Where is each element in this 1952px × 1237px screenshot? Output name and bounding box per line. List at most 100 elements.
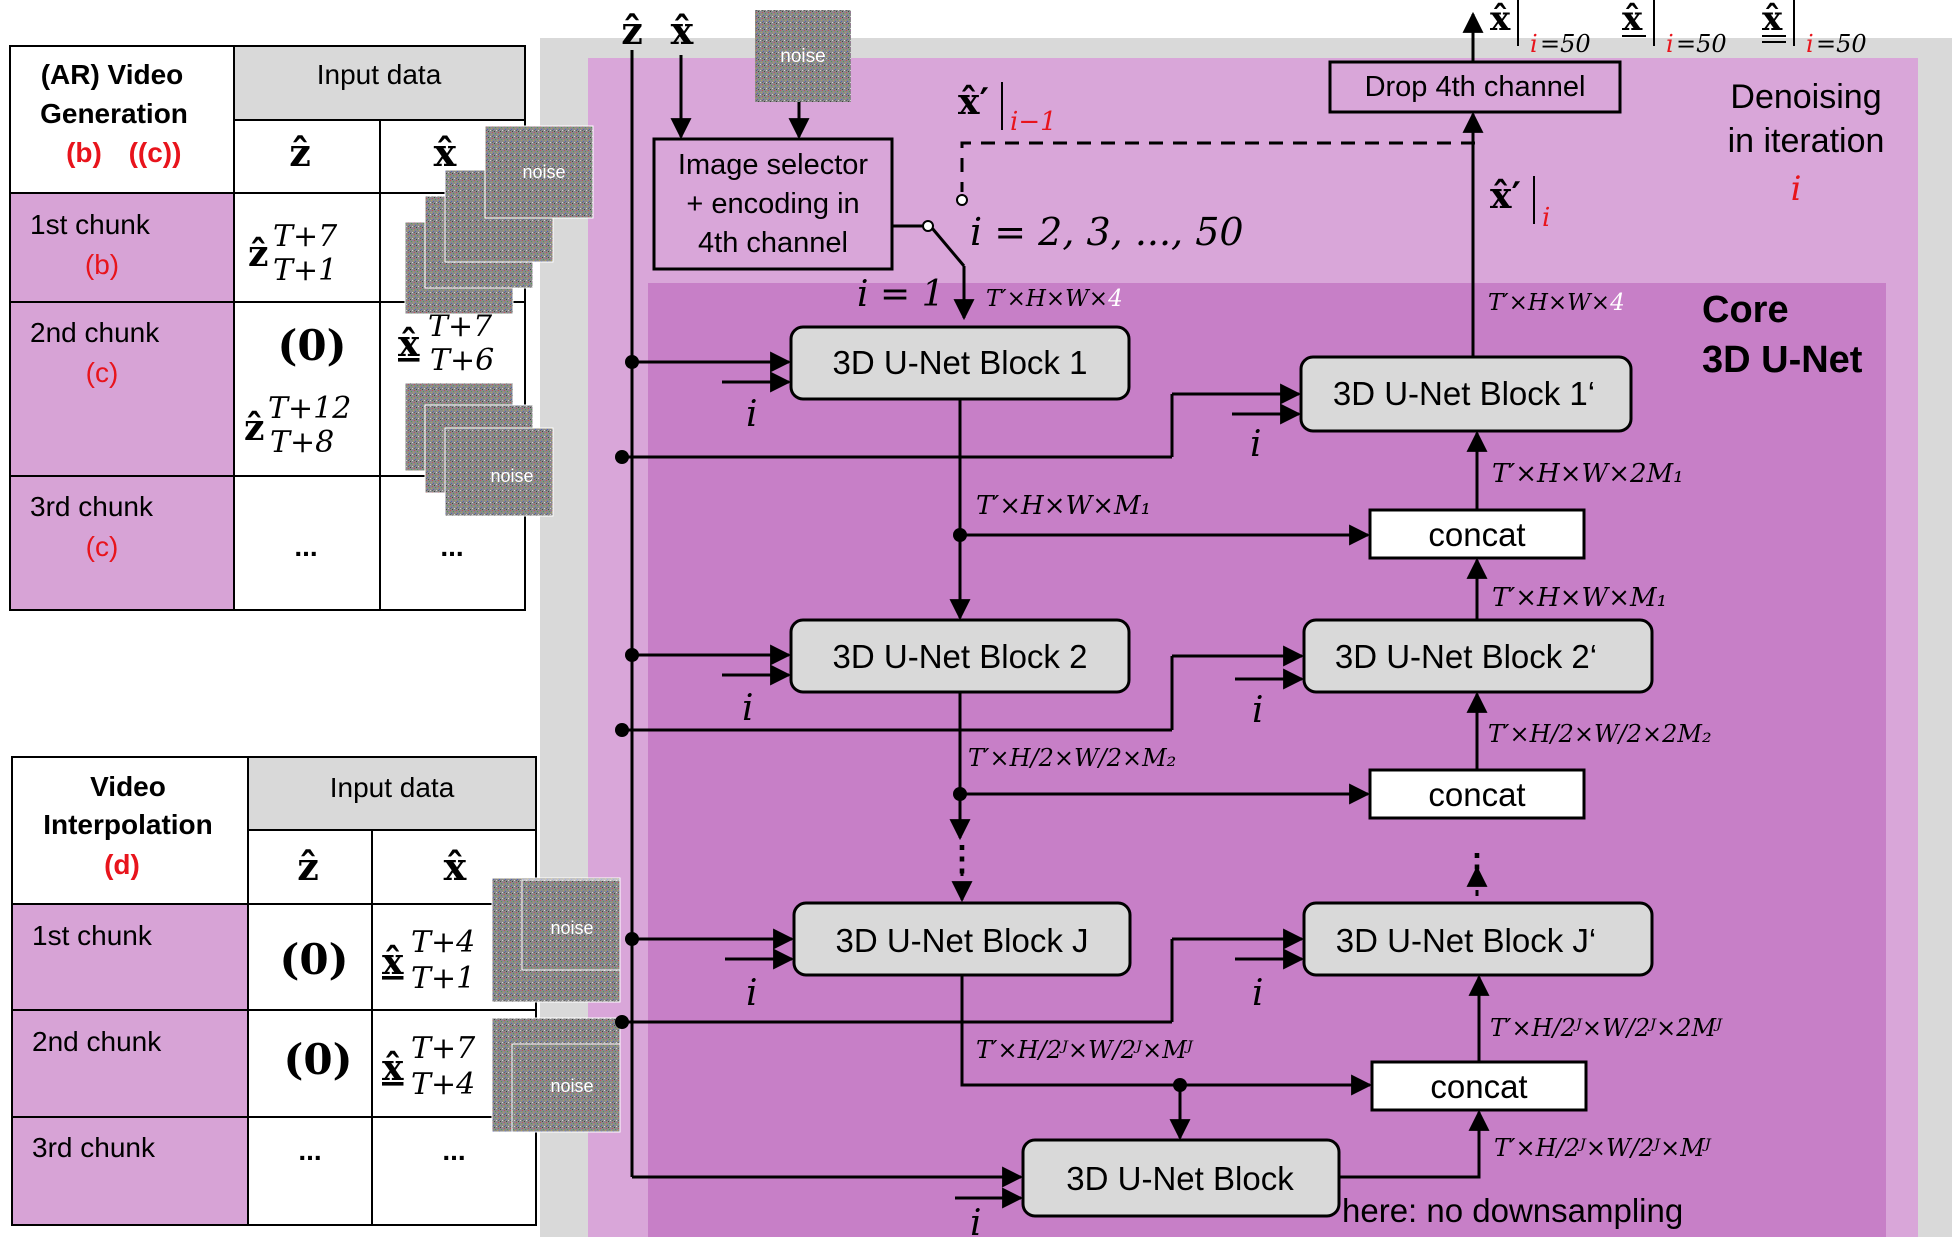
prev-output-sub: i−1 <box>1010 107 1057 137</box>
ar-row1-z-sup: T+7 <box>273 219 338 254</box>
denoising-label-var: i <box>1791 169 1802 209</box>
noise-label: noise <box>490 466 533 486</box>
current-output-sub: i <box>1542 203 1550 233</box>
interp-input-header: Input data <box>330 772 455 803</box>
iter-label: i <box>1252 973 1264 1014</box>
noise-label: noise <box>522 162 565 182</box>
noise-label: noise <box>550 918 593 938</box>
interp-title-tag-d: (d) <box>104 849 140 880</box>
ar-row2-x-sub: T+6 <box>430 343 494 378</box>
ar-col-z: ẑ <box>289 130 311 175</box>
iter-label: i <box>970 1203 982 1237</box>
interp-row1-z: (0) <box>280 935 349 984</box>
iter-label: i <box>746 973 758 1014</box>
ar-title-tag-b: (b) <box>66 137 102 168</box>
ar-row2-z-sub: T+8 <box>270 425 334 460</box>
interp-row2-x-sub: T+4 <box>411 1067 475 1102</box>
interp-noise-stack-row2: noise <box>492 1018 620 1132</box>
current-output-label: x̂′ <box>1490 175 1521 217</box>
ar-row1-tag: (b) <box>85 249 119 280</box>
dim-m2-2: T′×H/2×W/2×2M₂ <box>1488 720 1712 748</box>
unet-block-1-label: 3D U-Net Block 1 <box>833 344 1088 381</box>
left-ellipsis: ⋮ <box>945 840 979 878</box>
image-selector-line2: + encoding in <box>686 188 859 220</box>
dim-top-right: T′×H×W×4 <box>1488 290 1625 316</box>
unet-block-J-label: 3D U-Net Block J <box>835 922 1088 959</box>
unet-block-1-prime-label: 3D U-Net Block 1‘ <box>1333 375 1595 412</box>
ar-row3-x: ... <box>440 531 463 562</box>
ar-input-header: Input data <box>317 59 442 90</box>
interp-row2-z: (0) <box>284 1035 353 1084</box>
output-sub-i: i <box>1530 30 1538 58</box>
concat-label-2: concat <box>1428 776 1525 813</box>
ar-title-line2: Generation <box>40 98 188 129</box>
output-sub-i: i <box>1806 30 1814 58</box>
core-label-line2: 3D U-Net <box>1702 339 1863 381</box>
noise-label: noise <box>780 46 825 67</box>
dim-mJ: T′×H/2ᴶ×W/2ᴶ×Mᴶ <box>976 1036 1194 1064</box>
iteration-range-label: i = 2, 3, ..., 50 <box>970 210 1244 254</box>
unet-block-2-label: 3D U-Net Block 2 <box>833 638 1088 675</box>
core-unet-region <box>648 283 1886 1237</box>
ar-row2-tag: (c) <box>86 357 119 388</box>
ar-generation-table: (AR) Video Generation (b) ((c)) Input da… <box>10 46 525 610</box>
interp-col-z: ẑ <box>297 844 319 889</box>
interp-row3-label: 3rd chunk <box>32 1132 156 1163</box>
interp-noise-stack-row1: noise <box>492 878 620 1002</box>
outputs: x̂ i =50 x̂ i =50 x̂ i =50 <box>1490 0 1867 58</box>
output-sub-i: i <box>1666 30 1674 58</box>
interp-row1-x: x̂ <box>382 941 404 983</box>
top-noise-image: noise <box>755 10 851 102</box>
input-x-hat: x̂ <box>671 8 694 53</box>
interp-row3-x: ... <box>442 1135 465 1166</box>
interp-title-line2: Interpolation <box>43 809 213 840</box>
interp-row2-x-sup: T+7 <box>411 1031 476 1066</box>
dim-m2: T′×H/2×W/2×M₂ <box>968 744 1176 772</box>
no-downsampling-note: here: no downsampling <box>1342 1192 1683 1229</box>
dim-mJ-r: T′×H/2ᴶ×W/2ᴶ×Mᴶ <box>1494 1134 1712 1162</box>
image-selector-line3: 4th channel <box>698 227 848 259</box>
dim-m1-r: T′×H×W×M₁ <box>1492 583 1667 613</box>
iter-label: i <box>1250 424 1262 465</box>
iter-label: i <box>742 688 754 729</box>
output-x-hat: x̂ <box>1490 0 1511 39</box>
iter-label: i <box>1252 690 1264 731</box>
denoising-label-line1: Denoising <box>1730 78 1881 116</box>
dim-m1: T′×H×W×M₁ <box>976 491 1151 521</box>
ar-row2-z: ẑ <box>244 407 264 449</box>
concat-label-1: concat <box>1428 516 1525 553</box>
unet-block-2-prime-label: 3D U-Net Block 2‘ <box>1335 638 1597 675</box>
interp-row2-x: x̂ <box>382 1047 404 1089</box>
ar-row2-zero: (0) <box>278 321 347 370</box>
ar-row3-label: 3rd chunk <box>30 491 154 522</box>
drop-channel-label: Drop 4th channel <box>1365 71 1586 103</box>
ar-row2-z-sup: T+12 <box>268 391 351 426</box>
output-x-hat-bar: x̂ <box>1622 0 1643 39</box>
interp-col-x: x̂ <box>444 844 467 889</box>
interpolation-table: Video Interpolation (d) Input data ẑ x̂ … <box>12 757 536 1225</box>
ar-row3-z: ... <box>294 531 317 562</box>
iter-label: i <box>746 394 758 435</box>
dim-m1-2: T′×H×W×2M₁ <box>1492 459 1684 489</box>
ar-row1-z-sub: T+1 <box>273 253 337 288</box>
output-sub-eq: =50 <box>1816 30 1867 58</box>
prev-output-label: x̂′ <box>958 81 989 123</box>
switch-contact <box>957 195 967 205</box>
interp-row1-x-sup: T+4 <box>411 925 475 960</box>
input-z-hat: ẑ <box>621 8 643 53</box>
dim-mJ-2: T′×H/2ᴶ×W/2ᴶ×2Mᴶ <box>1490 1014 1723 1042</box>
right-ellipsis: ⋮ <box>1460 848 1494 886</box>
unet-block-bottleneck-label: 3D U-Net Block <box>1066 1160 1294 1197</box>
output-x-hat-underline: x̂ <box>1762 0 1783 39</box>
ar-title-line1: (AR) Video <box>41 59 184 90</box>
ar-row1-z: ẑ <box>248 233 268 275</box>
ar-title-tag-c: ((c)) <box>129 137 182 168</box>
ar-row2-x: x̂ <box>398 323 420 365</box>
interp-row3-z: ... <box>298 1135 321 1166</box>
unet-block-J-prime-label: 3D U-Net Block J‘ <box>1336 922 1596 959</box>
first-iteration-label: i = 1 <box>857 274 944 315</box>
ar-col-x: x̂ <box>434 130 457 175</box>
interp-row1-x-sub: T+1 <box>411 961 475 996</box>
interp-row2-label: 2nd chunk <box>32 1026 162 1057</box>
